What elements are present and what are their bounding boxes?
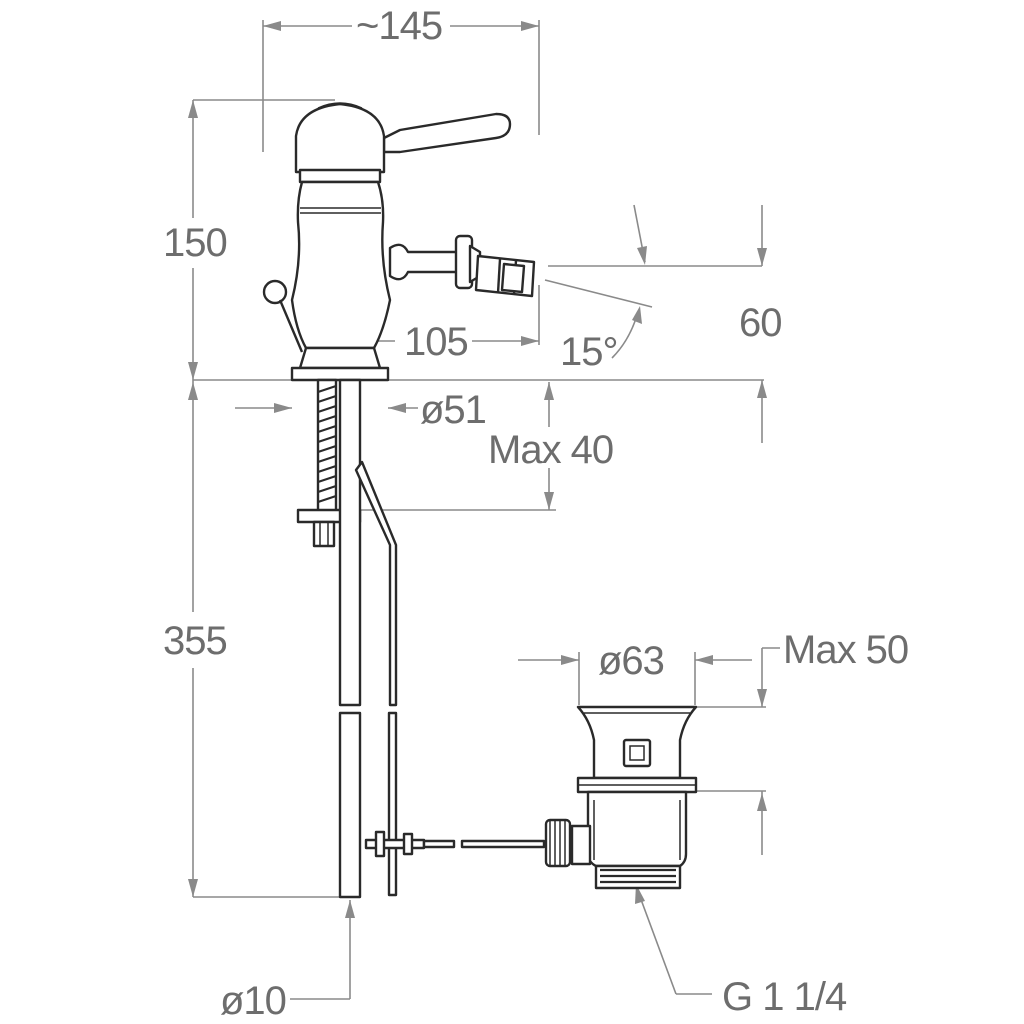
waste-assembly (544, 705, 698, 890)
base-diameter-label: ø51 (420, 388, 486, 432)
rod-diameter-label: ø10 (220, 979, 286, 1023)
spout-arm (388, 243, 460, 281)
dimension-labels: ~145 150 105 60 15° ø51 Max 40 355 ø63 M… (163, 4, 909, 1023)
max-deck-label: Max 40 (488, 428, 613, 472)
max-waste-label: Max 50 (783, 628, 908, 672)
supply-tube (338, 378, 362, 707)
base-flange (290, 366, 390, 382)
cartridge-cap (294, 102, 386, 174)
angle-label: 15° (560, 330, 618, 374)
popup-rod (354, 460, 398, 707)
body-height-label: 150 (163, 221, 227, 265)
supply-length-label: 355 (163, 619, 227, 663)
dimension-lines (188, 20, 780, 1000)
mounting-assembly (296, 378, 546, 899)
linkage-rod (422, 839, 456, 849)
knurled-nut (544, 818, 572, 868)
reach-label: 105 (404, 320, 468, 364)
mixer-body (262, 102, 536, 382)
width-label: ~145 (356, 4, 442, 48)
waste-body (586, 790, 688, 868)
popup-knob (262, 279, 288, 305)
thread-label: G 1 1/4 (722, 975, 847, 1019)
spout-drop-label: 60 (739, 301, 782, 345)
waste-diameter-label: ø63 (598, 639, 664, 683)
mixer-barrel (290, 180, 392, 350)
lever-handle (382, 112, 512, 154)
